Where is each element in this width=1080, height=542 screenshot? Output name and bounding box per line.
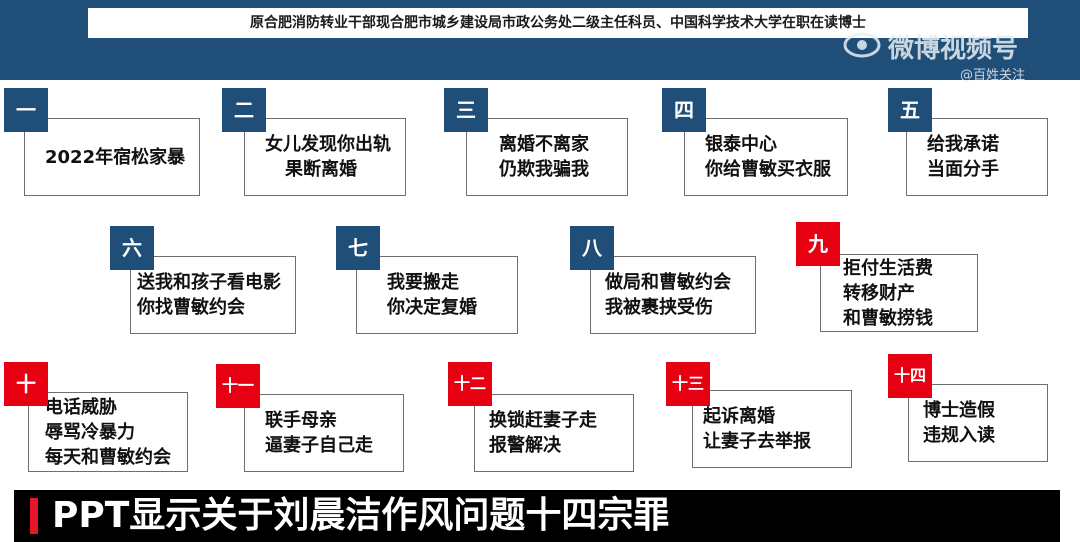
slide-header-text: 原合肥消防转业干部现合肥市城乡建设局市政公务处二级主任科员、中国科学技术大学在职… [88, 8, 1028, 38]
charge-card-12: 换锁赶妻子走 报警解决 [474, 394, 634, 472]
watermark-account: @百姓关注 [960, 68, 1026, 83]
charge-line: 送我和孩子看电影 [137, 272, 281, 293]
charge-badge-5: 五 [888, 88, 932, 132]
watermark-platform: 微博视频号 [888, 34, 1019, 64]
charge-card-3: 离婚不离家 仍欺我骗我 [466, 118, 628, 196]
charge-badge-12: 十二 [448, 362, 492, 406]
charge-line: 仍欺我骗我 [499, 159, 589, 180]
charge-card-13: 起诉离婚 让妻子去举报 [692, 390, 852, 468]
charge-card-5: 给我承诺 当面分手 [906, 118, 1048, 196]
charge-line: 你找曹敏约会 [137, 297, 245, 318]
charge-badge-4: 四 [662, 88, 706, 132]
charge-line: 果断离婚 [285, 159, 357, 180]
charge-line: 起诉离婚 [703, 406, 775, 427]
charge-line: 给我承诺 [927, 134, 999, 155]
charge-line: 转移财产 [843, 282, 915, 304]
charge-card-11: 联手母亲 逼妻子自己走 [244, 394, 404, 472]
charge-line: 当面分手 [927, 159, 999, 180]
weibo-eye-icon [843, 32, 881, 58]
charge-badge-2: 二 [222, 88, 266, 132]
charge-line: 我被裹挟受伤 [605, 297, 713, 318]
charge-card-6: 送我和孩子看电影 你找曹敏约会 [130, 256, 296, 334]
charge-line: 你给曹敏买衣服 [705, 159, 831, 180]
charge-card-10: 电话威胁 辱骂冷暴力 每天和曹敏约会 [28, 392, 188, 472]
charge-card-8: 做局和曹敏约会 我被裹挟受伤 [590, 256, 756, 334]
charge-card-1: 2022年宿松家暴 [24, 118, 200, 196]
charge-line: 电话威胁 [45, 396, 117, 418]
charge-line: 辱骂冷暴力 [45, 421, 135, 443]
charge-line: 换锁赶妻子走 [489, 410, 597, 431]
charge-card-7: 我要搬走 你决定复婚 [356, 256, 518, 334]
charge-card-4: 银泰中心 你给曹敏买衣服 [684, 118, 848, 196]
charge-line: 女儿发现你出轨 [265, 134, 391, 155]
charge-line: 拒付生活费 [843, 257, 933, 279]
subtitle-accent-mark [30, 498, 38, 534]
charge-line: 报警解决 [489, 435, 561, 456]
charge-card-9: 拒付生活费 转移财产 和曹敏捞钱 [820, 254, 978, 332]
charge-line: 2022年宿松家暴 [45, 146, 186, 168]
charge-line: 做局和曹敏约会 [605, 272, 731, 293]
charge-badge-1: 一 [4, 88, 48, 132]
charge-badge-9: 九 [796, 222, 840, 266]
charge-line: 银泰中心 [705, 134, 777, 155]
charge-line: 和曹敏捞钱 [843, 307, 933, 329]
slide-top-banner: 原合肥消防转业干部现合肥市城乡建设局市政公务处二级主任科员、中国科学技术大学在职… [0, 0, 1080, 83]
charge-line: 违规入读 [923, 425, 995, 446]
news-subtitle-bar: PPT显示关于刘晨洁作风问题十四宗罪 [14, 490, 1060, 542]
charge-line: 我要搬走 [387, 272, 459, 293]
charge-badge-6: 六 [110, 226, 154, 270]
charge-line: 你决定复婚 [387, 297, 477, 318]
charge-line: 离婚不离家 [499, 134, 589, 155]
charge-badge-3: 三 [444, 88, 488, 132]
charge-badge-13: 十三 [666, 362, 710, 406]
charge-card-14: 博士造假 违规入读 [908, 384, 1048, 462]
charge-line: 逼妻子自己走 [265, 435, 373, 456]
charge-line: 联手母亲 [265, 410, 337, 431]
charge-line: 博士造假 [923, 400, 995, 421]
charge-badge-8: 八 [570, 226, 614, 270]
charge-line: 每天和曹敏约会 [45, 446, 171, 468]
news-subtitle-text: PPT显示关于刘晨洁作风问题十四宗罪 [52, 495, 670, 536]
charge-badge-11: 十一 [216, 364, 260, 408]
charge-card-2: 女儿发现你出轨 果断离婚 [244, 118, 406, 196]
charge-badge-14: 十四 [888, 354, 932, 398]
charge-line: 让妻子去举报 [703, 431, 811, 452]
charge-badge-7: 七 [336, 226, 380, 270]
charge-badge-10: 十 [4, 362, 48, 406]
